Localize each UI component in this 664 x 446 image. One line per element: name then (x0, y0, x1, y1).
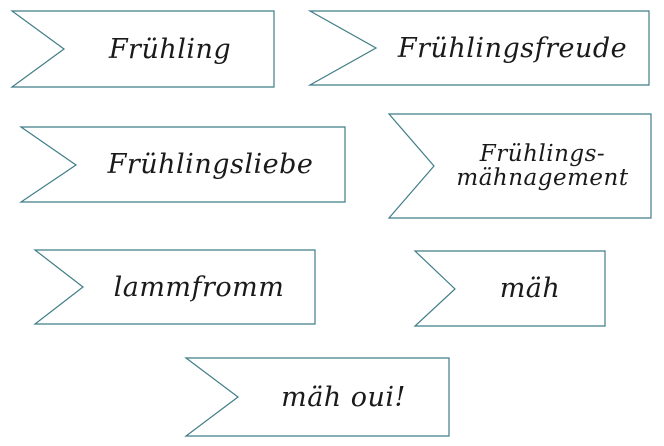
banner-fruehling: Frühling (10, 10, 275, 88)
banner-fruehlingsfreude: Frühlingsfreude (307, 10, 650, 86)
banner-maeh: mäh (413, 250, 606, 327)
banner-label: Frühlingsliebe (76, 127, 345, 202)
banner-text: Frühling (108, 33, 232, 65)
banner-text: mäh (499, 273, 561, 304)
banner-text: lammfromm (113, 271, 285, 303)
banner-label: mäh (455, 251, 605, 326)
banner-label: Frühlings- mähnagement (434, 114, 651, 218)
banner-text: Frühlingsliebe (107, 149, 314, 180)
banner-maeh-oui: mäh oui! (184, 357, 450, 437)
banner-label: Frühlingsfreude (376, 11, 649, 85)
banner-label: Frühling (66, 11, 274, 87)
pennant-shape (307, 10, 650, 86)
pennant-shape (184, 357, 450, 437)
banner-text-line2: mähnagement (456, 165, 629, 191)
banner-label: lammfromm (83, 250, 315, 324)
banner-text-line1: Frühlings- (479, 140, 606, 167)
pennant-shape (413, 250, 606, 327)
pennant-shape (33, 249, 316, 325)
banner-lammfromm: lammfromm (33, 249, 316, 325)
pennant-shape (19, 126, 346, 203)
banner-text: Frühlingsfreude (397, 32, 628, 64)
banner-fruehlings-maehnagement: Frühlings- mähnagement (387, 113, 652, 219)
banner-fruehlingsliebe: Frühlingsliebe (19, 126, 346, 203)
banner-label: mäh oui! (238, 358, 449, 436)
pennant-shape (387, 113, 652, 219)
banner-text: mäh oui! (281, 381, 406, 413)
pennant-shape (10, 10, 275, 88)
